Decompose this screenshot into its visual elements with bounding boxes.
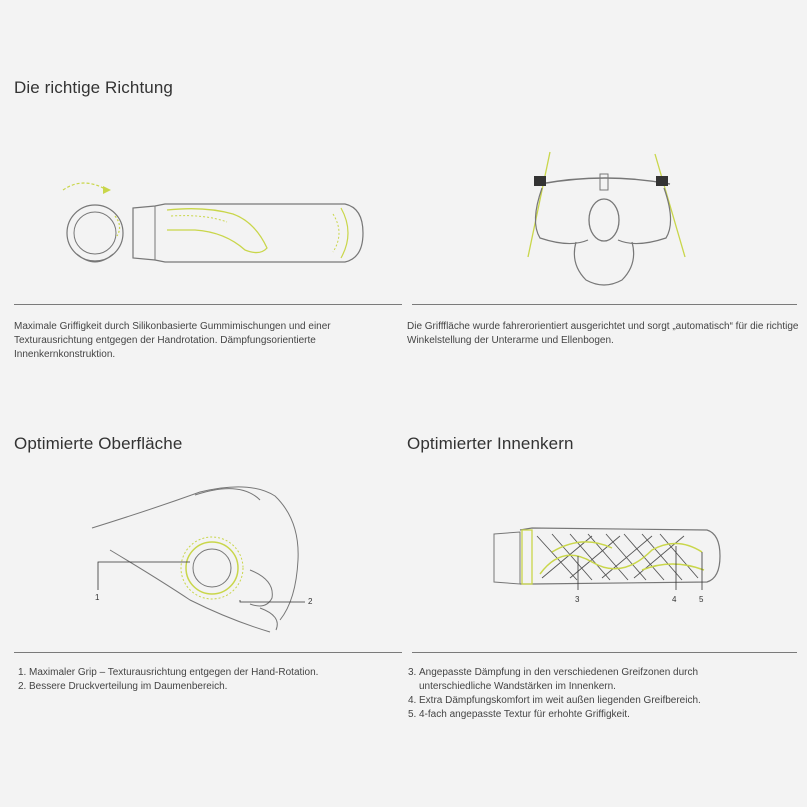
list-item-text: 4-fach angepasste Textur für erhohte Gri…: [419, 709, 630, 720]
list-item: 2.Bessere Druckverteilung im Daumenberei…: [18, 680, 388, 694]
divider-direction-left: [14, 304, 402, 305]
list-item-number: 5.: [408, 709, 417, 720]
callout-2: 2: [308, 597, 313, 606]
section-title-core: Optimierter Innenkern: [407, 434, 574, 453]
core-list: 3.Angepasste Dämpfung in den verschieden…: [408, 666, 758, 722]
grip-rotation-illustration: [62, 182, 364, 263]
list-item-number: 1.: [18, 667, 27, 678]
list-item-text: Extra Dämpfungskomfort im weit außen lie…: [419, 695, 701, 706]
list-item: 5.4-fach angepasste Textur für erhohte G…: [408, 708, 758, 722]
divider-direction-right: [412, 304, 797, 305]
divider-surface: [14, 652, 402, 653]
callout-5: 5: [699, 595, 704, 604]
list-item-text: Bessere Druckverteilung im Daumenbereich…: [29, 681, 228, 692]
surface-list: 1.Maximaler Grip – Texturausrichtung ent…: [18, 666, 388, 694]
direction-text-left: Maximale Griffigkeit durch Silikonbasier…: [14, 321, 331, 360]
list-item-text: Angepasste Dämpfung in den verschiedenen…: [419, 667, 699, 692]
list-item-number: 3.: [408, 667, 417, 678]
callout-3: 3: [575, 595, 580, 604]
callout-4: 4: [672, 595, 677, 604]
list-item: 1.Maximaler Grip – Texturausrichtung ent…: [18, 666, 388, 680]
rider-handlebar-illustration: [527, 151, 686, 286]
section-title-core-frame: Optimierter Innenkern: [407, 434, 712, 458]
divider-core: [412, 652, 797, 653]
list-item-text: Maximaler Grip – Texturausrichtung entge…: [29, 667, 319, 678]
list-item-number: 2.: [18, 681, 27, 692]
inner-core-illustration: 3 4 5: [493, 527, 721, 604]
core-list-frame: 3.Angepasste Dämpfung in den verschieden…: [408, 666, 772, 726]
section-title-surface: Optimierte Oberfläche: [14, 434, 183, 453]
direction-text-right-frame: Die Grifffläche wurde fahrerorientiert a…: [407, 320, 804, 352]
list-item-number: 4.: [408, 695, 417, 706]
section-title-direction: Die richtige Richtung: [14, 78, 173, 97]
callout-1: 1: [95, 593, 100, 602]
hand-grip-illustration: 1 2: [91, 486, 313, 633]
list-item: 4.Extra Dämpfungskomfort im weit außen l…: [408, 694, 758, 708]
list-item: 3.Angepasste Dämpfung in den verschieden…: [408, 666, 758, 694]
direction-text-right: Die Grifffläche wurde fahrerorientiert a…: [407, 321, 799, 346]
